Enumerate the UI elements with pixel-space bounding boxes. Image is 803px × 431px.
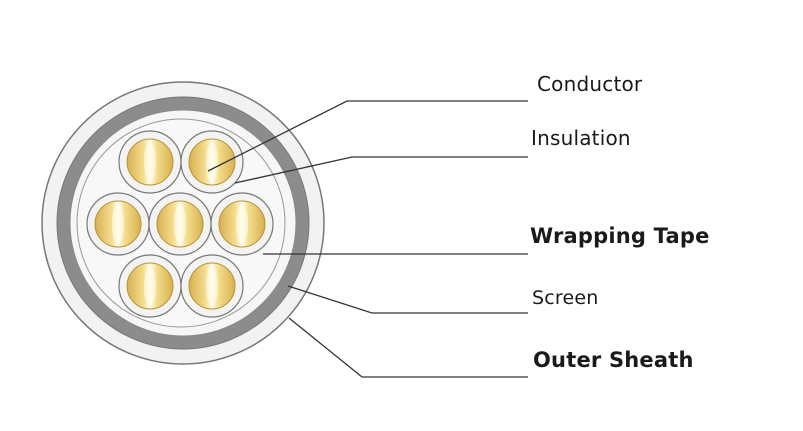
conductor-core xyxy=(180,130,244,194)
conductor-group xyxy=(86,130,274,318)
conductor-highlight xyxy=(236,204,248,244)
conductor-core xyxy=(118,254,182,318)
label-insulation: Insulation xyxy=(531,126,631,150)
label-conductor: Conductor xyxy=(537,72,643,96)
conductor-core xyxy=(210,192,274,256)
leader-line-screen xyxy=(287,285,528,314)
conductor-core xyxy=(180,254,244,318)
leader-line-conductor xyxy=(207,100,528,172)
conductor-core xyxy=(86,192,150,256)
conductor-highlight xyxy=(174,204,186,244)
conductor-highlight xyxy=(144,266,156,306)
conductor-core xyxy=(148,192,212,256)
leader-line-outer-sheath xyxy=(288,317,528,378)
conductor-highlight xyxy=(206,266,218,306)
conductor-highlight xyxy=(144,142,156,182)
label-outer-sheath: Outer Sheath xyxy=(533,348,694,372)
label-screen: Screen xyxy=(532,287,599,309)
conductor-highlight xyxy=(206,142,218,182)
label-wrapping-tape: Wrapping Tape xyxy=(530,224,710,248)
conductor-core xyxy=(118,130,182,194)
leader-line-insulation xyxy=(234,156,528,184)
conductor-highlight xyxy=(112,204,124,244)
